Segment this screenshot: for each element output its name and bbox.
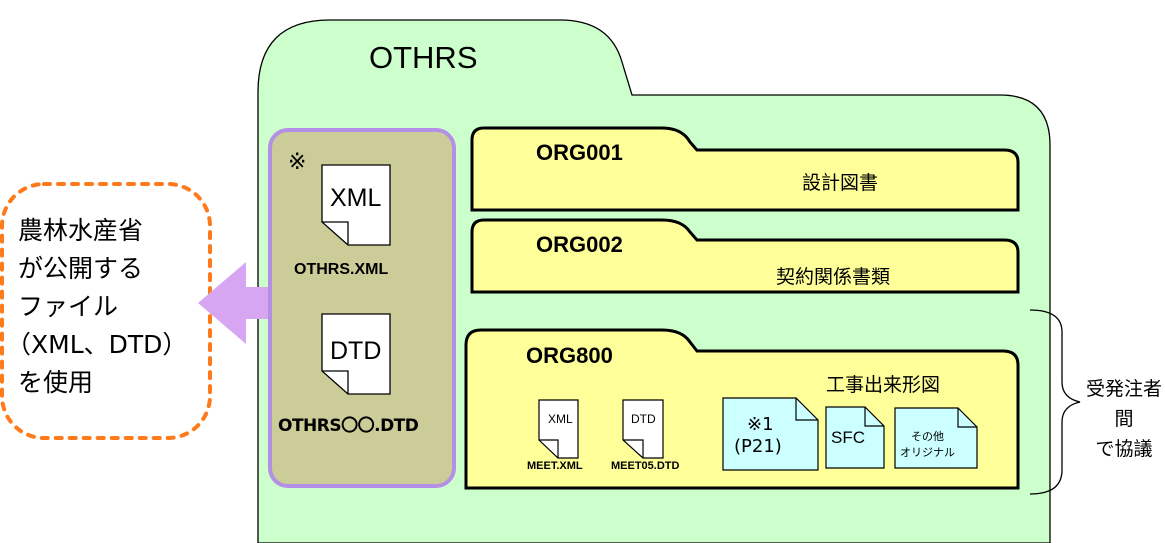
brace-label-line: で協議 [1095, 438, 1153, 460]
folder-org002-description: 契約関係書類 [776, 266, 891, 288]
folder-org001-description: 設計図書 [802, 172, 879, 194]
dtd-icon-label: DTD [330, 337, 382, 365]
xml-document-icon [321, 164, 391, 246]
p21-label-line2: (P21) [734, 436, 782, 457]
arrow-left-icon [198, 262, 274, 344]
other-label-line2: オリジナル [900, 446, 955, 459]
callout-border [0, 182, 212, 440]
brace-label: 受発注者間 で協議 [1083, 374, 1165, 464]
sfc-document-icon [825, 406, 885, 469]
dtd-document-icon [321, 313, 391, 395]
folder-org002-icon [470, 218, 1020, 294]
other-document-icon [894, 407, 978, 469]
dtd-file-name: OTHRS〇〇.DTD [278, 416, 419, 436]
meet-xml-file-name: MEET.XML [527, 460, 583, 472]
callout-text: 農林水産省 が公開する ファイル （XML、DTD） を使用 [6, 212, 187, 402]
folder-org001-name: ORG001 [536, 140, 623, 165]
xml-file-name: OTHRS.XML [294, 261, 389, 278]
meet-xml-document-icon [538, 399, 579, 459]
folder-org001-icon [470, 126, 1020, 212]
sfc-label: SFC [831, 428, 865, 447]
brace-icon [1029, 309, 1081, 495]
p21-document-icon [722, 397, 819, 471]
shared-files-box [268, 128, 456, 488]
callout-line: （XML、DTD） [6, 330, 188, 359]
meet-dtd-file-name: MEET05.DTD [611, 460, 680, 472]
meet-xml-icon-label: XML [548, 412, 573, 426]
folder-org800-name: ORG800 [526, 343, 613, 368]
shared-marker: ※ [288, 150, 307, 175]
callout-line: を使用 [18, 368, 94, 397]
xml-icon-label: XML [330, 184, 382, 212]
folder-org002-name: ORG002 [536, 232, 623, 257]
callout-line: 農林水産省 [18, 216, 144, 245]
meet-dtd-document-icon [622, 399, 664, 459]
callout-line: ファイル [18, 292, 119, 321]
callout-line: が公開する [18, 254, 144, 283]
p21-label-line1: ※1 [747, 414, 774, 435]
other-label-line1: その他 [911, 430, 944, 443]
folder-org800-description: 工事出来形図 [826, 374, 941, 396]
meet-dtd-icon-label: DTD [631, 412, 656, 426]
brace-label-line: 受発注者間 [1085, 378, 1162, 430]
root-title: OTHRS [369, 40, 478, 75]
